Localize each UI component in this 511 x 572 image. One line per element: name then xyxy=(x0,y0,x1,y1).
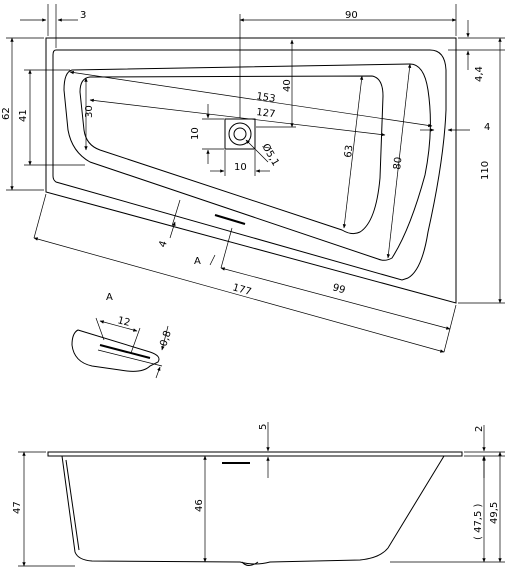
detail-a-thickness: 0,8 xyxy=(158,329,173,348)
section-mark-a: A xyxy=(194,256,201,267)
side-inner-depth: 46 xyxy=(194,499,205,512)
dim-inner-left-small: 30 xyxy=(84,105,95,118)
overflow-mark xyxy=(214,214,246,225)
side-top-gap: 5 xyxy=(258,424,269,430)
dim-inner-63: 63 xyxy=(343,144,355,158)
detail-a-width: 12 xyxy=(116,315,131,329)
side-body-inner xyxy=(65,459,80,551)
dim-diag-127: 127 xyxy=(256,107,276,120)
dim-total-depth: 110 xyxy=(480,161,491,180)
dim-drain-diam: Ø5,1 xyxy=(259,142,281,169)
dim-total-length: 177 xyxy=(231,282,252,298)
basin-outline xyxy=(63,63,431,261)
side-view xyxy=(18,422,505,567)
dim-rim-right: 4,4 xyxy=(474,66,485,82)
side-height-right: 49,5 xyxy=(489,502,500,524)
drain-inner xyxy=(233,127,247,141)
side-height-paren: ( 47,5 ) xyxy=(473,503,484,540)
side-rim-dim: 2 xyxy=(474,426,485,432)
side-drain xyxy=(241,561,259,566)
dim-drain-size: 10 xyxy=(190,127,201,140)
dim-wall-offset: 3 xyxy=(80,10,86,21)
detail-a xyxy=(71,317,169,379)
side-body xyxy=(61,455,445,565)
dim-front-edge: 4 xyxy=(157,239,169,248)
dim-inner-80: 80 xyxy=(392,156,404,170)
side-rim xyxy=(47,451,463,457)
dim-diag-153: 153 xyxy=(256,91,277,105)
dim-left-depth: 62 xyxy=(1,107,12,120)
inner-rim-outline xyxy=(52,49,447,281)
dim-right-width: 90 xyxy=(345,10,358,21)
top-view xyxy=(6,4,505,353)
side-height-total: 47 xyxy=(12,501,23,514)
dim-drain-depth: 40 xyxy=(282,79,293,92)
dim-partial-length: 99 xyxy=(331,282,346,296)
outer-rim-outline xyxy=(45,37,457,304)
dim-outlet-right: 4 xyxy=(484,122,490,133)
dim-inner-left-depth: 41 xyxy=(18,109,29,122)
detail-a-profile xyxy=(71,329,160,372)
detail-a-label: A xyxy=(106,292,113,303)
dim-drain-offset: 10 xyxy=(234,162,247,173)
